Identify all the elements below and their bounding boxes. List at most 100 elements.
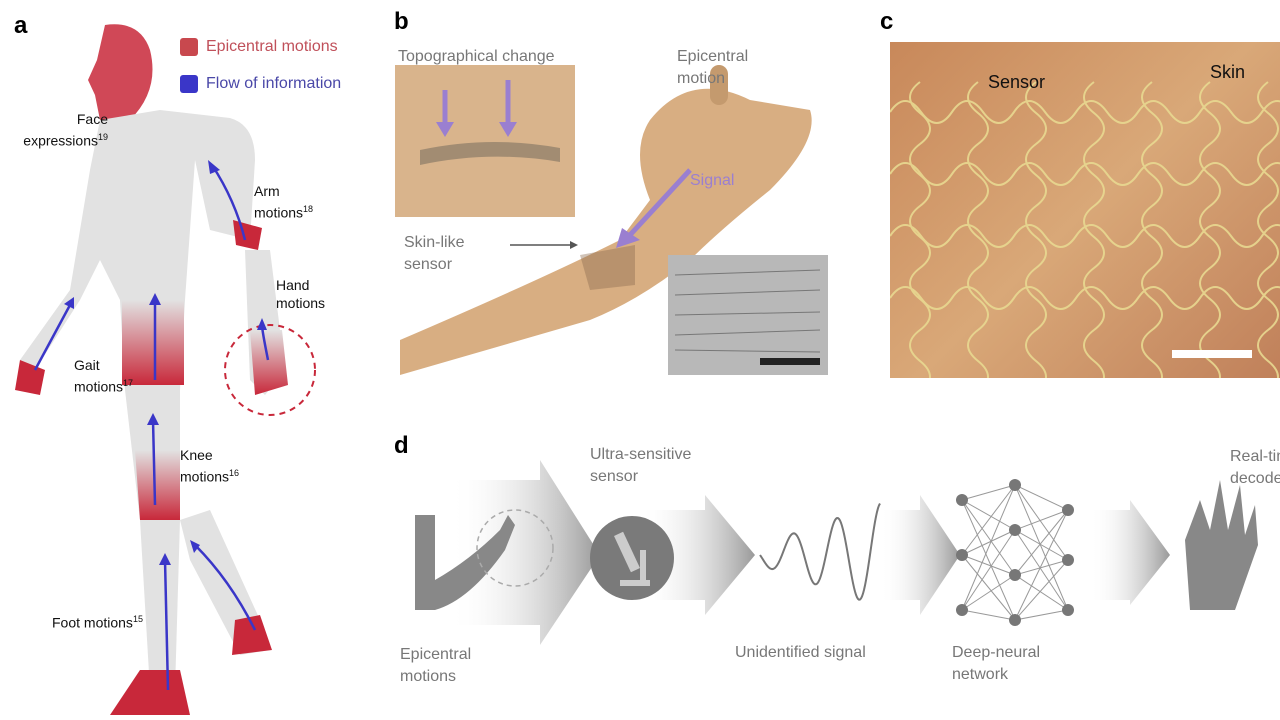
reference-number: 17 bbox=[123, 378, 134, 388]
neuron-connection bbox=[961, 529, 1016, 611]
label-text: Epicentral bbox=[400, 646, 472, 663]
neuron-connection bbox=[1014, 484, 1069, 511]
label-topographical-change: Topographical change bbox=[398, 48, 555, 65]
label-text: sensor bbox=[590, 468, 639, 485]
neuron-connection bbox=[961, 529, 1016, 556]
label-sensor: Sensor bbox=[988, 72, 1046, 92]
signal-arrows bbox=[442, 80, 692, 237]
neuron-connection bbox=[961, 554, 1016, 576]
panel-a-letter: a bbox=[14, 12, 28, 39]
legend-epicentral: Epicentral motions bbox=[180, 38, 338, 56]
neuron-connection bbox=[961, 484, 1016, 556]
neuron-connection bbox=[961, 484, 1016, 501]
label-text: Epicentral bbox=[677, 48, 749, 65]
neuron-connection bbox=[961, 609, 1016, 621]
pointer-arrowhead bbox=[570, 241, 578, 249]
label-skin-like-sensor: Skin-like sensor bbox=[404, 232, 464, 276]
label-skin: Skin bbox=[1210, 62, 1246, 82]
neural-network-icon bbox=[956, 479, 1074, 626]
neuron-connection bbox=[1014, 559, 1069, 621]
motion-circle bbox=[476, 509, 554, 587]
label-text: Real-time bbox=[1230, 448, 1280, 465]
label-signal: Signal bbox=[690, 172, 735, 189]
neuron-connection bbox=[1014, 559, 1069, 576]
serpentine-mesh bbox=[890, 81, 1280, 378]
raised-finger bbox=[710, 65, 728, 105]
neuron-node bbox=[956, 494, 968, 506]
signal-wave-icon bbox=[759, 503, 881, 601]
neuron-node bbox=[1009, 569, 1021, 581]
legend-label: Epicentral motions bbox=[206, 38, 338, 55]
reference-number: 15 bbox=[132, 614, 143, 624]
mesh-path bbox=[890, 81, 1280, 378]
neuron-node bbox=[1062, 554, 1074, 566]
sensor-photo bbox=[890, 42, 1280, 378]
neuron-connection bbox=[1014, 509, 1069, 576]
neuron-connection bbox=[961, 499, 1016, 531]
label-text: sensor bbox=[404, 256, 453, 273]
micrograph-lines bbox=[674, 269, 821, 353]
neuron-node bbox=[1009, 479, 1021, 491]
flow-arrows bbox=[450, 460, 1170, 645]
neuron-connection bbox=[1014, 509, 1069, 531]
hand-highlight-circle bbox=[224, 324, 316, 416]
label-text: decoded motion bbox=[1230, 470, 1280, 487]
label-text: Hand bbox=[276, 277, 310, 293]
neuron-node bbox=[1062, 504, 1074, 516]
panel-d-letter: d bbox=[394, 432, 409, 459]
neuron-connection bbox=[1014, 609, 1069, 621]
label-text: Deep-neural bbox=[952, 644, 1041, 661]
hand-highlight bbox=[250, 330, 288, 395]
legend-swatch-red bbox=[180, 38, 198, 56]
step-ultra-sensitive-sensor: Ultra-sensitive sensor bbox=[590, 444, 691, 488]
microscope-glyph bbox=[614, 531, 650, 586]
panel-d: d Epicentral motions Ultra-sensitive senso… bbox=[390, 430, 1280, 720]
neuron-connection bbox=[1014, 509, 1069, 621]
scale-bar bbox=[1172, 350, 1252, 358]
body-illustration bbox=[15, 24, 316, 715]
arm-icon bbox=[415, 515, 515, 610]
neuron-connection bbox=[1014, 484, 1069, 611]
legend-flow: Flow of information bbox=[180, 75, 341, 93]
neuron-connection bbox=[961, 574, 1016, 611]
back-foot-highlight bbox=[232, 615, 272, 655]
mesh-lines bbox=[890, 81, 1280, 378]
legend-swatch-blue bbox=[180, 75, 198, 93]
shin-silhouette bbox=[140, 520, 180, 690]
left-hand-highlight bbox=[15, 360, 45, 395]
neuron-connection bbox=[961, 554, 1016, 621]
label-text: Face bbox=[76, 111, 108, 127]
neuron-connection bbox=[1014, 529, 1069, 611]
label-text: motions bbox=[400, 668, 457, 685]
panel-c-letter: c bbox=[880, 8, 894, 35]
label-foot: Foot motions15 bbox=[52, 610, 143, 632]
panel-a: a Epicentral motions Flow of information… bbox=[0, 0, 390, 720]
label-text: Skin-like bbox=[404, 234, 465, 251]
torso-silhouette bbox=[20, 110, 255, 390]
hand-illustration bbox=[395, 65, 828, 375]
neuron-node bbox=[1009, 614, 1021, 626]
label-text: motions bbox=[254, 204, 304, 221]
neuron-connection bbox=[961, 484, 1016, 611]
elbow-highlight bbox=[233, 220, 262, 250]
step-epicentral-motions: Epicentral motions bbox=[400, 644, 471, 688]
neuron-node bbox=[956, 604, 968, 616]
label-text: motions bbox=[74, 378, 124, 395]
label-text: Ultra-sensitive bbox=[590, 446, 692, 463]
panel-b-letter: b bbox=[394, 8, 409, 35]
foot-highlight bbox=[110, 670, 190, 715]
neuron-connection bbox=[1014, 484, 1069, 561]
neuron-connection bbox=[961, 499, 1016, 576]
reference-number: 19 bbox=[97, 132, 108, 142]
pipeline-illustration bbox=[415, 460, 1258, 645]
arm-and-hand bbox=[400, 88, 812, 375]
label-text: Knee bbox=[180, 447, 213, 463]
